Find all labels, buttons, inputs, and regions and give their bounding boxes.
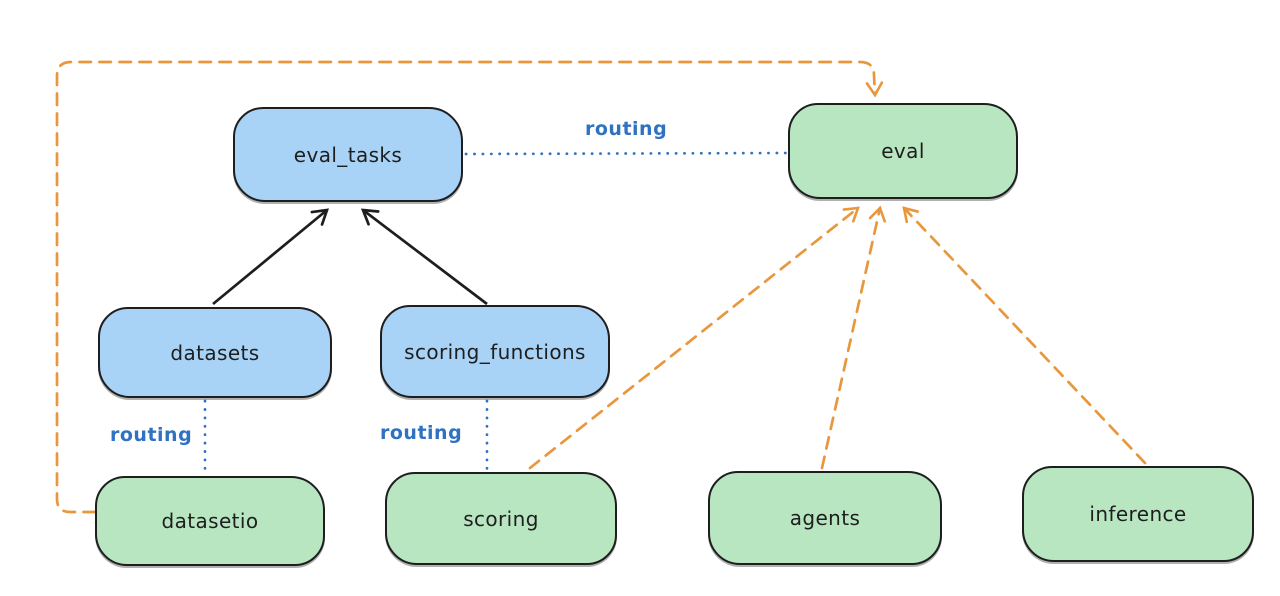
node-eval-tasks-label: eval_tasks [293,142,403,167]
edge-scoring-functions-to-eval-tasks [360,208,488,306]
node-agents-label: agents [789,506,861,530]
edge-datasetio-to-eval [55,60,884,514]
edge-eval-tasks-to-eval [464,151,788,156]
routing-label-eval-tasks-eval: routing [585,118,668,140]
node-datasetio: datasetio [95,476,325,566]
node-scoring: scoring [385,472,617,565]
node-datasets: datasets [98,307,332,398]
node-eval: eval [788,103,1018,199]
edge-inference-to-eval [902,206,1147,465]
node-datasets-label: datasets [170,340,260,365]
node-eval-label: eval [881,139,925,163]
edge-scoring-to-eval [528,206,860,470]
node-scoring-functions: scoring_functions [380,305,610,398]
node-eval-tasks: eval_tasks [233,107,463,202]
node-datasetio-label: datasetio [161,509,259,533]
edge-datasets-to-eval-tasks [212,208,329,306]
node-agents: agents [708,471,942,565]
routing-label-datasets-datasetio: routing [110,424,193,446]
routing-label-scoring-functions-scoring: routing [380,422,463,444]
node-scoring-functions-label: scoring_functions [404,339,586,364]
node-inference-label: inference [1089,502,1187,526]
edge-agents-to-eval [820,205,887,470]
node-inference: inference [1022,466,1254,562]
node-scoring-label: scoring [463,506,539,531]
